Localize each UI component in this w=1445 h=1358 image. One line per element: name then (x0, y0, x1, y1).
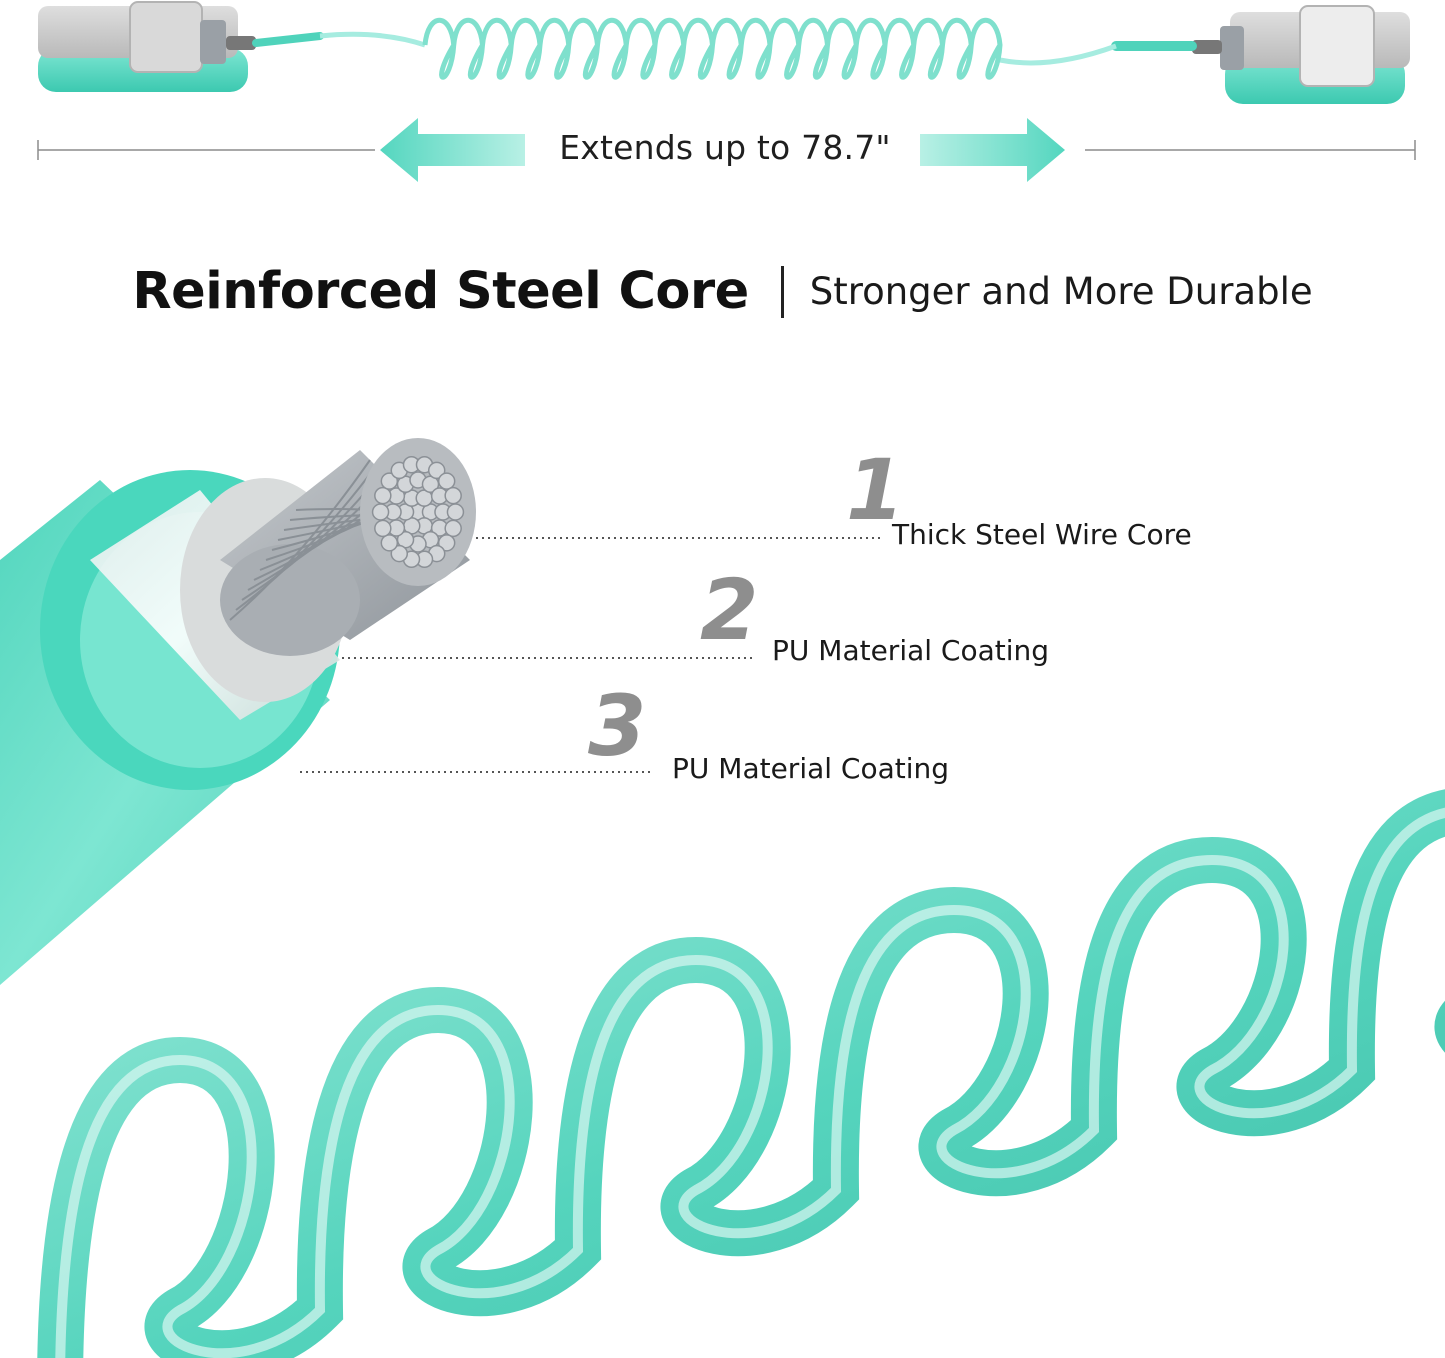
right-wrist-strap (1111, 5, 1410, 104)
layer-1-number: 1 (846, 441, 905, 539)
headline: Reinforced Steel Core Stronger and More … (0, 262, 1445, 321)
layer-3-number: 3 (588, 677, 647, 775)
leash-product-illustration (38, 1, 1410, 104)
layer-1-label: Thick Steel Wire Core (892, 518, 1192, 551)
coiled-cord (422, 17, 1003, 80)
layer-3-label: PU Material Coating (672, 752, 950, 785)
headline-divider (780, 265, 784, 318)
steel-wire-core (220, 438, 476, 656)
right-arrow-icon (920, 118, 1065, 182)
headline-subtitle: Stronger and More Durable (809, 270, 1313, 313)
headline-title: Reinforced Steel Core (132, 262, 749, 321)
layer-2-label: PU Material Coating (772, 634, 1050, 667)
left-arrow-icon (380, 118, 525, 182)
length-label: Extends up to 78.7" (559, 128, 891, 167)
left-wrist-strap (38, 1, 324, 92)
layer-2-number: 2 (700, 561, 759, 659)
inner-coating (90, 478, 350, 720)
outer-coating (0, 470, 340, 985)
length-dimension-line (37, 118, 1416, 182)
